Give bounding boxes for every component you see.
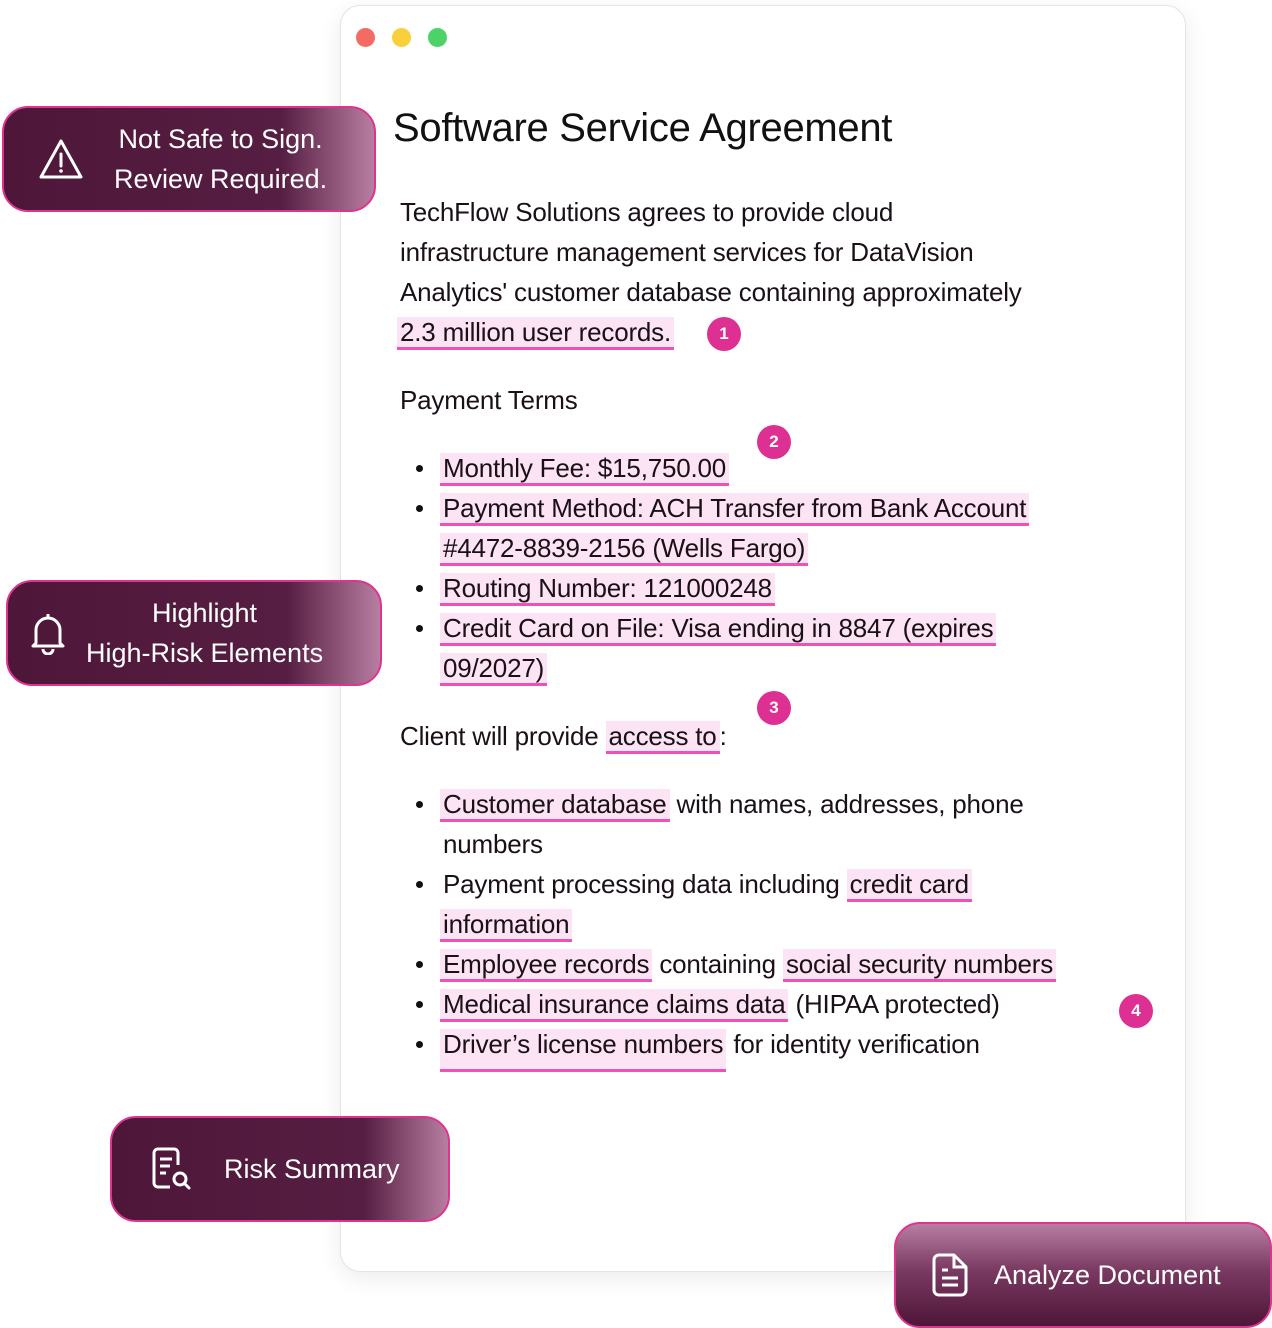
item-text: numbers — [443, 829, 543, 859]
risk-highlight[interactable]: Medical insurance claims data — [440, 989, 789, 1022]
risk-highlight[interactable]: Routing Number: 121000248 — [440, 573, 775, 606]
bullet — [416, 585, 423, 592]
risk-badge-1[interactable]: 1 — [707, 317, 741, 351]
risk-highlight[interactable]: 09/2027) — [440, 653, 548, 686]
intro-line: infrastructure management services for D… — [400, 237, 974, 267]
bullet — [416, 801, 423, 808]
risk-highlight[interactable]: social security numbers — [782, 949, 1056, 982]
risk-highlight[interactable]: #4472-8839-2156 (Wells Fargo) — [440, 533, 809, 566]
warning-icon — [39, 139, 83, 179]
item-text: (HIPAA protected) — [788, 989, 1000, 1019]
risk-highlight[interactable]: Employee records — [440, 949, 653, 982]
close-window-button[interactable] — [356, 28, 375, 47]
not-safe-warning-callout: Not Safe to Sign. Review Required. — [2, 106, 376, 212]
risk-badge-2[interactable]: 2 — [757, 425, 791, 459]
risk-highlight[interactable]: Payment Method: ACH Transfer from Bank A… — [440, 493, 1030, 526]
bullet — [416, 465, 423, 472]
maximize-window-button[interactable] — [428, 28, 447, 47]
item-text: for identity verification — [726, 1029, 980, 1059]
bullet — [416, 881, 423, 888]
risk-badge-3[interactable]: 3 — [757, 691, 791, 725]
item-text: containing — [652, 949, 783, 979]
button-label: Risk Summary — [224, 1154, 400, 1184]
risk-highlight[interactable]: Driver’s license numbers — [440, 1029, 727, 1072]
risk-highlight[interactable]: access to — [605, 721, 720, 754]
bullet — [416, 505, 423, 512]
document-search-icon — [152, 1147, 191, 1190]
bullet — [416, 625, 423, 632]
analyze-document-button[interactable]: Analyze Document — [894, 1222, 1272, 1328]
item-text: with names, addresses, phone — [669, 789, 1024, 819]
warning-line: Not Safe to Sign. — [118, 124, 323, 154]
access-intro: Client will provide — [400, 721, 606, 751]
intro-line: TechFlow Solutions agrees to provide clo… — [400, 197, 894, 227]
risk-highlight[interactable]: 2.3 million user records. — [397, 317, 674, 350]
bullet — [416, 1041, 423, 1048]
document-title: Software Service Agreement — [393, 106, 893, 150]
risk-highlight[interactable]: information — [440, 909, 573, 942]
bullet — [416, 961, 423, 968]
risk-highlight[interactable]: Credit Card on File: Visa ending in 8847… — [440, 613, 997, 646]
risk-highlight[interactable]: Monthly Fee: $15,750.00 — [440, 453, 730, 486]
risk-highlight[interactable]: credit card — [846, 869, 972, 902]
minimize-window-button[interactable] — [392, 28, 411, 47]
bell-icon — [31, 614, 65, 655]
warning-line: Review Required. — [114, 164, 328, 194]
button-label: High-Risk Elements — [86, 638, 324, 668]
risk-badge-4[interactable]: 4 — [1119, 994, 1153, 1028]
risk-summary-button[interactable]: Risk Summary — [110, 1116, 450, 1222]
risk-highlight[interactable]: Customer database — [440, 789, 670, 822]
colon: : — [719, 721, 727, 751]
section-heading: Payment Terms — [400, 385, 578, 415]
button-label: Highlight — [152, 598, 258, 628]
bullet — [416, 1001, 423, 1008]
item-text: Payment processing data including — [443, 869, 847, 899]
intro-line: Analytics' customer database containing … — [400, 277, 1022, 307]
document-icon — [932, 1253, 968, 1297]
button-label: Analyze Document — [994, 1260, 1221, 1290]
